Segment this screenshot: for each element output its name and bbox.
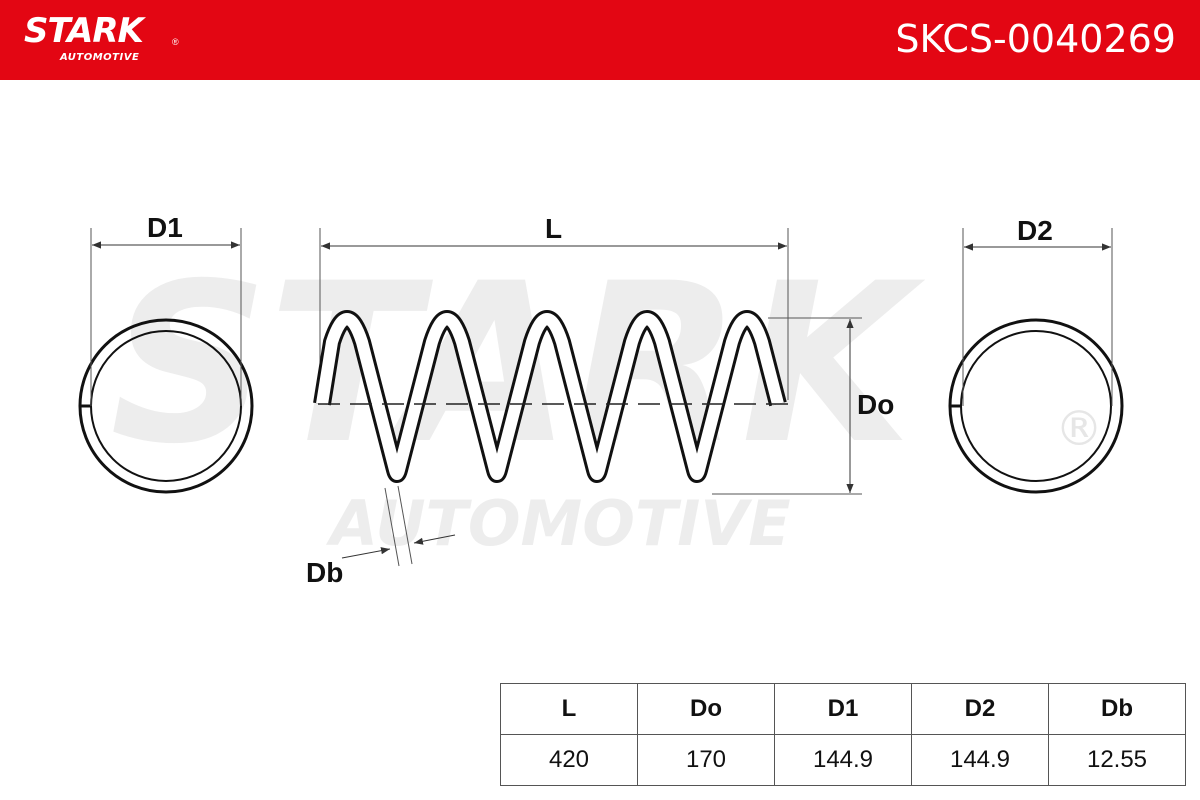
spec-header-do: Do <box>637 683 775 735</box>
watermark-subtitle: AUTOMOTIVE <box>325 487 791 560</box>
part-number: SKCS-0040269 <box>895 17 1176 61</box>
spring-drawing: STARK AUTOMOTIVE ® D1 D2 L Do <box>78 212 1124 588</box>
l-label: L <box>545 213 562 244</box>
spec-value-d2: 144.9 <box>911 734 1049 786</box>
d1-label: D1 <box>147 212 183 243</box>
spec-table: L Do D1 D2 Db 420 170 144.9 144.9 12.55 <box>500 683 1186 786</box>
spec-value-d1: 144.9 <box>774 734 912 786</box>
brand-logo: STARK <box>24 11 144 51</box>
spec-value-l: 420 <box>500 734 638 786</box>
spec-value-do: 170 <box>637 734 775 786</box>
left-end-view <box>78 228 254 494</box>
spec-header-db: Db <box>1048 683 1186 735</box>
spec-header-d1: D1 <box>774 683 912 735</box>
watermark-registered-mark: ® <box>1055 401 1103 457</box>
brand-logo-subtitle: AUTOMOTIVE <box>60 52 140 63</box>
spring-side-view <box>313 228 862 567</box>
spec-header-d2: D2 <box>911 683 1049 735</box>
do-label: Do <box>857 389 894 420</box>
d2-label: D2 <box>1017 215 1053 246</box>
spec-table-value-row: 420 170 144.9 144.9 12.55 <box>500 734 1186 786</box>
spec-value-db: 12.55 <box>1048 734 1186 786</box>
spec-header-l: L <box>500 683 638 735</box>
registered-mark: ® <box>172 37 179 47</box>
db-label: Db <box>306 557 343 588</box>
header-bar: STARK AUTOMOTIVE ® SKCS-0040269 <box>0 0 1200 80</box>
right-end-view <box>948 228 1124 494</box>
spec-table-header-row: L Do D1 D2 Db <box>500 683 1186 735</box>
